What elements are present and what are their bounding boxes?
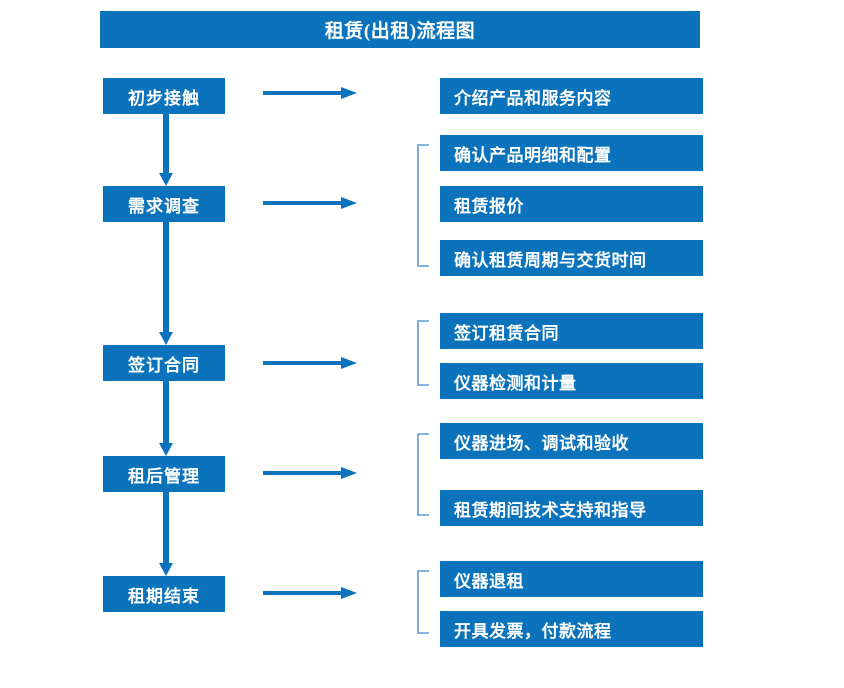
arrow-sign-contract-to-post-rental (158, 381, 174, 456)
bracket-lease-end-group (417, 570, 430, 634)
detail-box: 介绍产品和服务内容 (440, 78, 703, 114)
arrow-needs-survey-to-group (263, 196, 358, 210)
stage-box: 初步接触 (103, 78, 225, 114)
detail-box: 仪器进场、调试和验收 (440, 423, 703, 459)
stage-box: 租期结束 (103, 576, 225, 612)
arrow-initial-contact-to-intro (263, 86, 358, 100)
bracket-sign-contract-group (417, 320, 430, 386)
arrow-post-rental-to-group (263, 466, 358, 480)
arrow-initial-contact-to-needs-survey (158, 114, 174, 186)
bracket-post-rental-group (417, 433, 430, 516)
arrow-needs-survey-to-sign-contract (158, 222, 174, 345)
detail-box: 租赁报价 (440, 186, 703, 222)
detail-box: 仪器退租 (440, 561, 703, 597)
detail-box: 确认产品明细和配置 (440, 135, 703, 171)
bracket-needs-survey-group (417, 144, 430, 267)
stage-box: 签订合同 (103, 345, 225, 381)
detail-box: 仪器检测和计量 (440, 363, 703, 399)
stage-box: 租后管理 (103, 456, 225, 492)
arrow-sign-contract-to-group (263, 356, 358, 370)
detail-box: 签订租赁合同 (440, 313, 703, 349)
detail-box: 租赁期间技术支持和指导 (440, 490, 703, 526)
page-title: 租赁(出租)流程图 (100, 11, 700, 48)
stage-box: 需求调查 (103, 186, 225, 222)
detail-box: 确认租赁周期与交货时间 (440, 240, 703, 276)
arrow-lease-end-to-group (263, 586, 358, 600)
detail-box: 开具发票，付款流程 (440, 611, 703, 647)
arrow-post-rental-to-lease-end (158, 492, 174, 576)
